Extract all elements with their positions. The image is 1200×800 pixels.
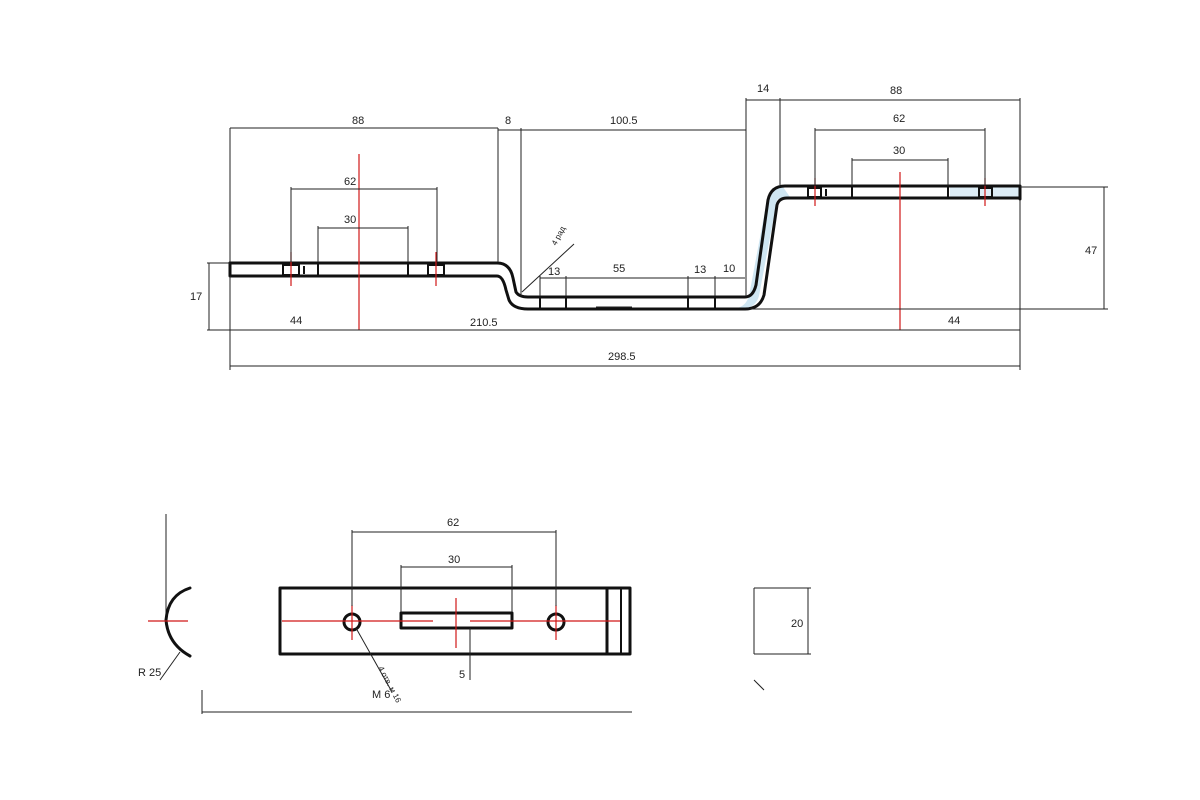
dim-bend-radius: 4 рад	[550, 225, 568, 247]
side-view-dimension-lines	[207, 98, 1108, 370]
radius-arc	[164, 586, 192, 658]
dim-center-c: 13	[694, 264, 706, 276]
dim-plan-hole-spacing: 62	[447, 517, 459, 529]
dim-right-center-offset: 44	[948, 315, 960, 327]
dim-left-hole-spacing: 62	[344, 176, 356, 188]
plan-view-center-lines	[282, 598, 620, 648]
dim-radius: R 25	[138, 667, 161, 679]
dim-center-d: 10	[723, 263, 735, 275]
dim-center-b: 55	[613, 263, 625, 275]
dim-riser-offset: 14	[757, 83, 769, 95]
plate-outline	[278, 586, 632, 656]
dim-plan-width: 20	[791, 618, 803, 630]
plan-view: R 25	[138, 514, 811, 714]
side-view-labels: 88 8 100.5 14 88 62 30 62 30 4 рад 13 55…	[190, 83, 1097, 363]
riser-section-hatch	[737, 187, 790, 308]
dim-center-length: 100.5	[610, 115, 638, 127]
dim-right-slot-length: 30	[893, 145, 905, 157]
plan-view-dimension-lines	[201, 530, 811, 714]
dim-overall-length: 298.5	[608, 351, 636, 363]
dim-left-flange-length: 88	[352, 115, 364, 127]
dim-thread: М 6	[372, 689, 390, 701]
dim-plan-slot-width: 5	[459, 669, 465, 681]
part-outline-upper	[228, 184, 1022, 299]
part-outline-lower	[228, 196, 1022, 311]
side-view-center-lines	[290, 154, 986, 330]
left-flange-features	[282, 264, 445, 276]
dim-plan-slot-length: 30	[448, 554, 460, 566]
dim-right-hole-spacing: 62	[893, 113, 905, 125]
radius-arc-detail: R 25	[138, 514, 192, 681]
dim-left-center-offset: 44	[290, 315, 302, 327]
dim-left-slot-length: 30	[344, 214, 356, 226]
dim-left-height: 17	[190, 291, 202, 303]
dim-total-height: 47	[1085, 245, 1097, 257]
dim-center-a: 13	[548, 266, 560, 278]
plan-view-labels: 62 30 20 5 М 6 4 отв. м 16	[372, 517, 803, 705]
dim-center-position: 210.5	[470, 317, 498, 329]
dim-right-flange-length: 88	[890, 85, 902, 97]
center-section-features	[539, 297, 716, 309]
dim-bend-gap: 8	[505, 115, 511, 127]
side-view: 88 8 100.5 14 88 62 30 62 30 4 рад 13 55…	[190, 83, 1108, 370]
